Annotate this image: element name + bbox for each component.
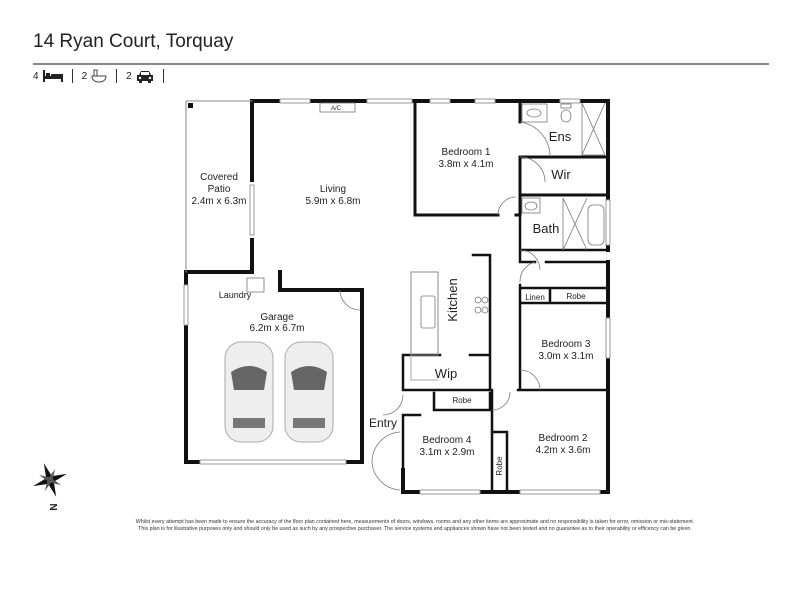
- living-dims: 5.9m x 6.8m: [305, 196, 360, 207]
- bath-label: Bath: [533, 221, 560, 236]
- separator: [116, 69, 118, 83]
- bedroom2-dims: 4.2m x 3.6m: [535, 445, 590, 456]
- car-illustration: [224, 341, 274, 443]
- patio-dims: 2.4m x 6.3m: [191, 196, 246, 207]
- disclaimer-line: This plan is for illustrative purposes o…: [138, 526, 692, 532]
- bedroom4-dims: 3.1m x 2.9m: [419, 447, 474, 458]
- windows: [183, 98, 611, 495]
- compass-north-label: N: [49, 503, 60, 510]
- linen-label: Linen: [525, 293, 545, 302]
- bathroom-count: 2: [81, 70, 88, 82]
- bedroom1-dims: 3.8m x 4.1m: [438, 159, 493, 170]
- ac-label: A/C: [331, 106, 342, 112]
- compass-icon: N: [33, 463, 67, 511]
- ens-label: Ens: [549, 129, 572, 144]
- property-title: 14 Ryan Court, Torquay: [33, 31, 234, 52]
- entry-label: Entry: [369, 416, 397, 430]
- cars: [224, 341, 334, 443]
- garage-dims: 6.2m x 6.7m: [249, 323, 304, 334]
- wip-label: Wip: [435, 366, 457, 381]
- room-labels: A/C Covered Patio 2.4m x 6.3m Living 5.9…: [191, 106, 593, 476]
- separator: [71, 69, 73, 83]
- disclaimer-line: Whilst every attempt has been made to en…: [135, 519, 695, 525]
- bedroom2-label: Bedroom 2: [539, 433, 588, 444]
- car-icon: [136, 70, 153, 83]
- living-label: Living: [320, 184, 346, 195]
- kitchen-label: Kitchen: [445, 278, 460, 321]
- car-count: 2: [126, 70, 132, 82]
- bed-icon: [42, 70, 63, 82]
- bedroom-count: 4: [33, 70, 39, 82]
- robe-label: Robe: [452, 396, 472, 405]
- property-specs: 4 2 2: [33, 68, 169, 84]
- patio-label: Covered: [200, 172, 238, 183]
- bedroom3-dims: 3.0m x 3.1m: [538, 351, 593, 362]
- divider: [33, 63, 769, 65]
- bath-icon: [91, 69, 107, 83]
- disclaimer: Whilst every attempt has been made to en…: [100, 519, 730, 533]
- separator: [162, 69, 164, 83]
- fixtures: [246, 102, 606, 491]
- robe-label: Robe: [566, 292, 586, 301]
- bedroom4-label: Bedroom 4: [423, 435, 472, 446]
- robe-label: Robe: [495, 456, 504, 476]
- bedroom1-label: Bedroom 1: [442, 147, 491, 158]
- patio-label: Patio: [208, 184, 231, 195]
- bedroom3-label: Bedroom 3: [542, 339, 591, 350]
- laundry-label: Laundry: [219, 290, 252, 300]
- garage-label: Garage: [260, 312, 294, 323]
- wir-label: Wir: [551, 167, 571, 182]
- car-illustration: [284, 341, 334, 443]
